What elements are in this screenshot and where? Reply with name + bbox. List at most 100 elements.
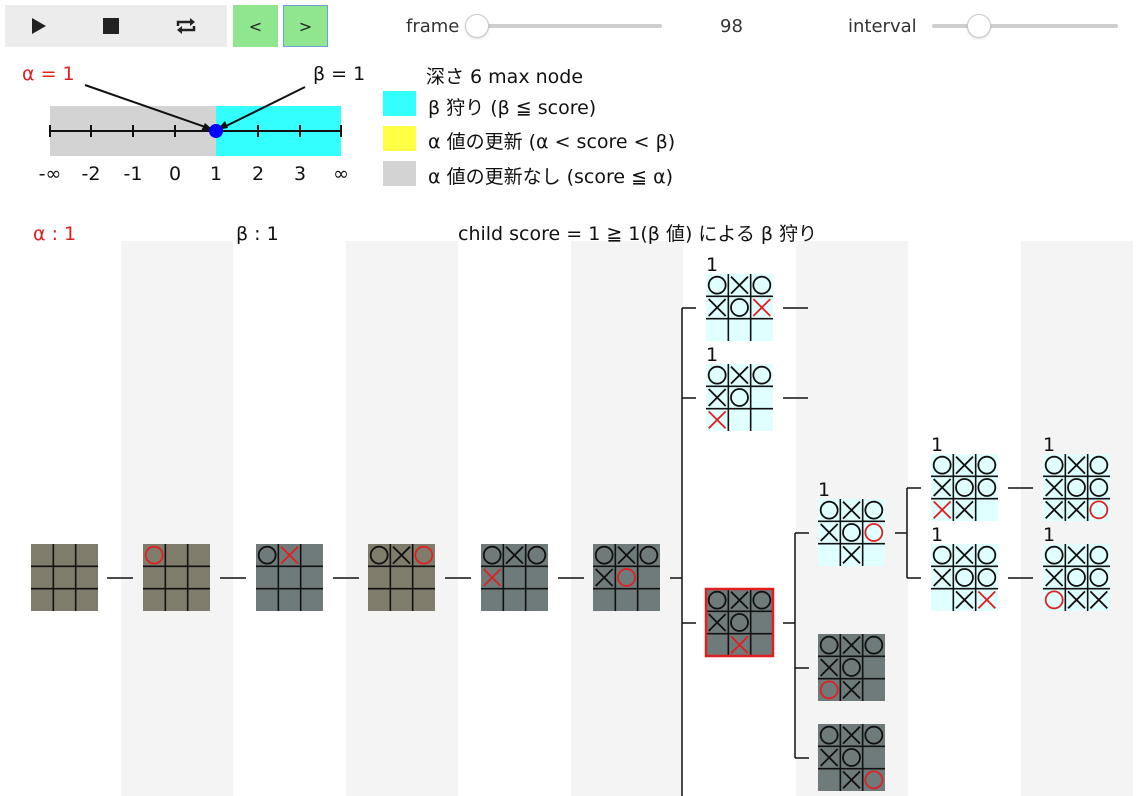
circle-mark-icon bbox=[1089, 500, 1109, 520]
repeat-button[interactable] bbox=[148, 5, 223, 47]
circle-mark-icon bbox=[752, 590, 772, 610]
interval-label: interval bbox=[848, 16, 917, 37]
circle-mark-icon bbox=[730, 298, 749, 317]
circle-mark-icon bbox=[1067, 568, 1086, 587]
circle-mark-icon bbox=[594, 545, 614, 565]
circle-mark-icon bbox=[1089, 545, 1109, 565]
circle-mark-icon bbox=[977, 545, 997, 565]
board-d2 bbox=[256, 544, 323, 611]
cross-mark-icon bbox=[730, 366, 749, 385]
node-score: 1 bbox=[706, 344, 718, 366]
board-d9a: 1 bbox=[1043, 434, 1110, 521]
cross-mark-icon bbox=[708, 410, 727, 429]
circle-mark-icon bbox=[1089, 478, 1109, 497]
stop-icon bbox=[102, 18, 119, 34]
circle-mark-icon bbox=[1044, 455, 1064, 475]
cross-mark-icon bbox=[730, 635, 749, 654]
current-value-marker bbox=[209, 124, 223, 138]
circle-mark-icon bbox=[730, 613, 749, 632]
cross-mark-icon bbox=[842, 680, 861, 699]
cross-mark-icon bbox=[752, 298, 771, 317]
tick-label: -2 bbox=[82, 163, 101, 185]
cross-mark-icon bbox=[955, 500, 974, 519]
tick-label: 1 bbox=[210, 163, 222, 185]
frame-slider-thumb[interactable] bbox=[465, 14, 489, 38]
cross-mark-icon bbox=[842, 501, 861, 520]
circle-mark-icon bbox=[1044, 590, 1064, 610]
cross-mark-icon bbox=[820, 658, 839, 677]
repeat-icon bbox=[176, 18, 195, 34]
cross-mark-icon bbox=[820, 523, 839, 542]
circle-mark-icon bbox=[752, 365, 772, 385]
tick-label: ∞ bbox=[333, 163, 349, 185]
board-d6b: 1 bbox=[706, 344, 773, 431]
circle-mark-icon bbox=[864, 770, 884, 790]
cross-mark-icon bbox=[1045, 568, 1064, 587]
circle-mark-icon bbox=[864, 500, 884, 520]
cross-mark-icon bbox=[933, 478, 952, 497]
stop-button[interactable] bbox=[73, 5, 148, 47]
tick-label: -∞ bbox=[39, 163, 62, 185]
circle-mark-icon bbox=[1089, 455, 1109, 475]
beta-label: β = 1 bbox=[313, 63, 365, 85]
circle-mark-icon bbox=[864, 635, 884, 655]
circle-mark-icon bbox=[977, 478, 997, 497]
depth-column-1 bbox=[121, 241, 233, 796]
board-d5 bbox=[593, 544, 660, 611]
node-score: 1 bbox=[931, 524, 943, 546]
node-score: 1 bbox=[1043, 524, 1055, 546]
cross-mark-icon bbox=[933, 568, 952, 587]
cross-mark-icon bbox=[708, 298, 727, 317]
cross-mark-icon bbox=[483, 568, 502, 587]
cross-mark-icon bbox=[708, 613, 727, 632]
circle-mark-icon bbox=[527, 545, 547, 565]
tick-label: 3 bbox=[294, 163, 306, 185]
next-button[interactable]: > bbox=[283, 5, 328, 47]
cross-mark-icon bbox=[820, 748, 839, 767]
circle-mark-icon bbox=[819, 500, 839, 520]
prev-button[interactable]: < bbox=[233, 5, 278, 47]
no-update-swatch bbox=[383, 161, 416, 186]
no-update-label: α 値の更新なし (score ≦ α) bbox=[428, 166, 674, 188]
status-message: child score = 1 ≧ 1(β 値) による β 狩り bbox=[458, 223, 817, 245]
cross-mark-icon bbox=[280, 546, 299, 565]
beta-status: β : 1 bbox=[236, 223, 279, 245]
circle-mark-icon bbox=[932, 455, 952, 475]
circle-mark-icon bbox=[977, 455, 997, 475]
frame-slider-track[interactable] bbox=[470, 24, 662, 28]
cross-mark-icon bbox=[708, 388, 727, 407]
cross-mark-icon bbox=[1067, 456, 1086, 475]
board-d0 bbox=[31, 544, 98, 611]
circle-mark-icon bbox=[752, 275, 772, 295]
cross-mark-icon bbox=[842, 770, 861, 789]
circle-mark-icon bbox=[864, 725, 884, 745]
board-d7a: 1 bbox=[818, 479, 885, 566]
depth-column-5 bbox=[571, 241, 683, 796]
circle-mark-icon bbox=[955, 478, 974, 497]
node-score: 1 bbox=[1043, 434, 1055, 456]
circle-mark-icon bbox=[932, 545, 952, 565]
node-score: 1 bbox=[818, 479, 830, 501]
circle-mark-icon bbox=[482, 545, 502, 565]
circle-mark-icon bbox=[369, 545, 389, 565]
alpha-label: α = 1 bbox=[22, 63, 75, 85]
play-icon bbox=[31, 18, 46, 34]
board-d8b: 1 bbox=[931, 524, 998, 611]
cross-mark-icon bbox=[955, 456, 974, 475]
tick-label: 0 bbox=[169, 163, 181, 185]
interval-slider-thumb[interactable] bbox=[967, 14, 991, 38]
alpha-update-label: α 値の更新 (α < score < β) bbox=[428, 131, 676, 153]
cross-mark-icon bbox=[730, 591, 749, 610]
board-d1 bbox=[143, 544, 210, 611]
circle-mark-icon bbox=[707, 275, 727, 295]
board-d7b bbox=[818, 634, 885, 701]
tick-label: 2 bbox=[252, 163, 264, 185]
interval-slider-track[interactable] bbox=[932, 24, 1118, 28]
beta-cut-swatch bbox=[383, 91, 416, 116]
circle-mark-icon bbox=[1067, 478, 1086, 497]
play-button[interactable] bbox=[0, 5, 75, 47]
cross-mark-icon bbox=[842, 726, 861, 745]
board-d3 bbox=[368, 544, 435, 611]
